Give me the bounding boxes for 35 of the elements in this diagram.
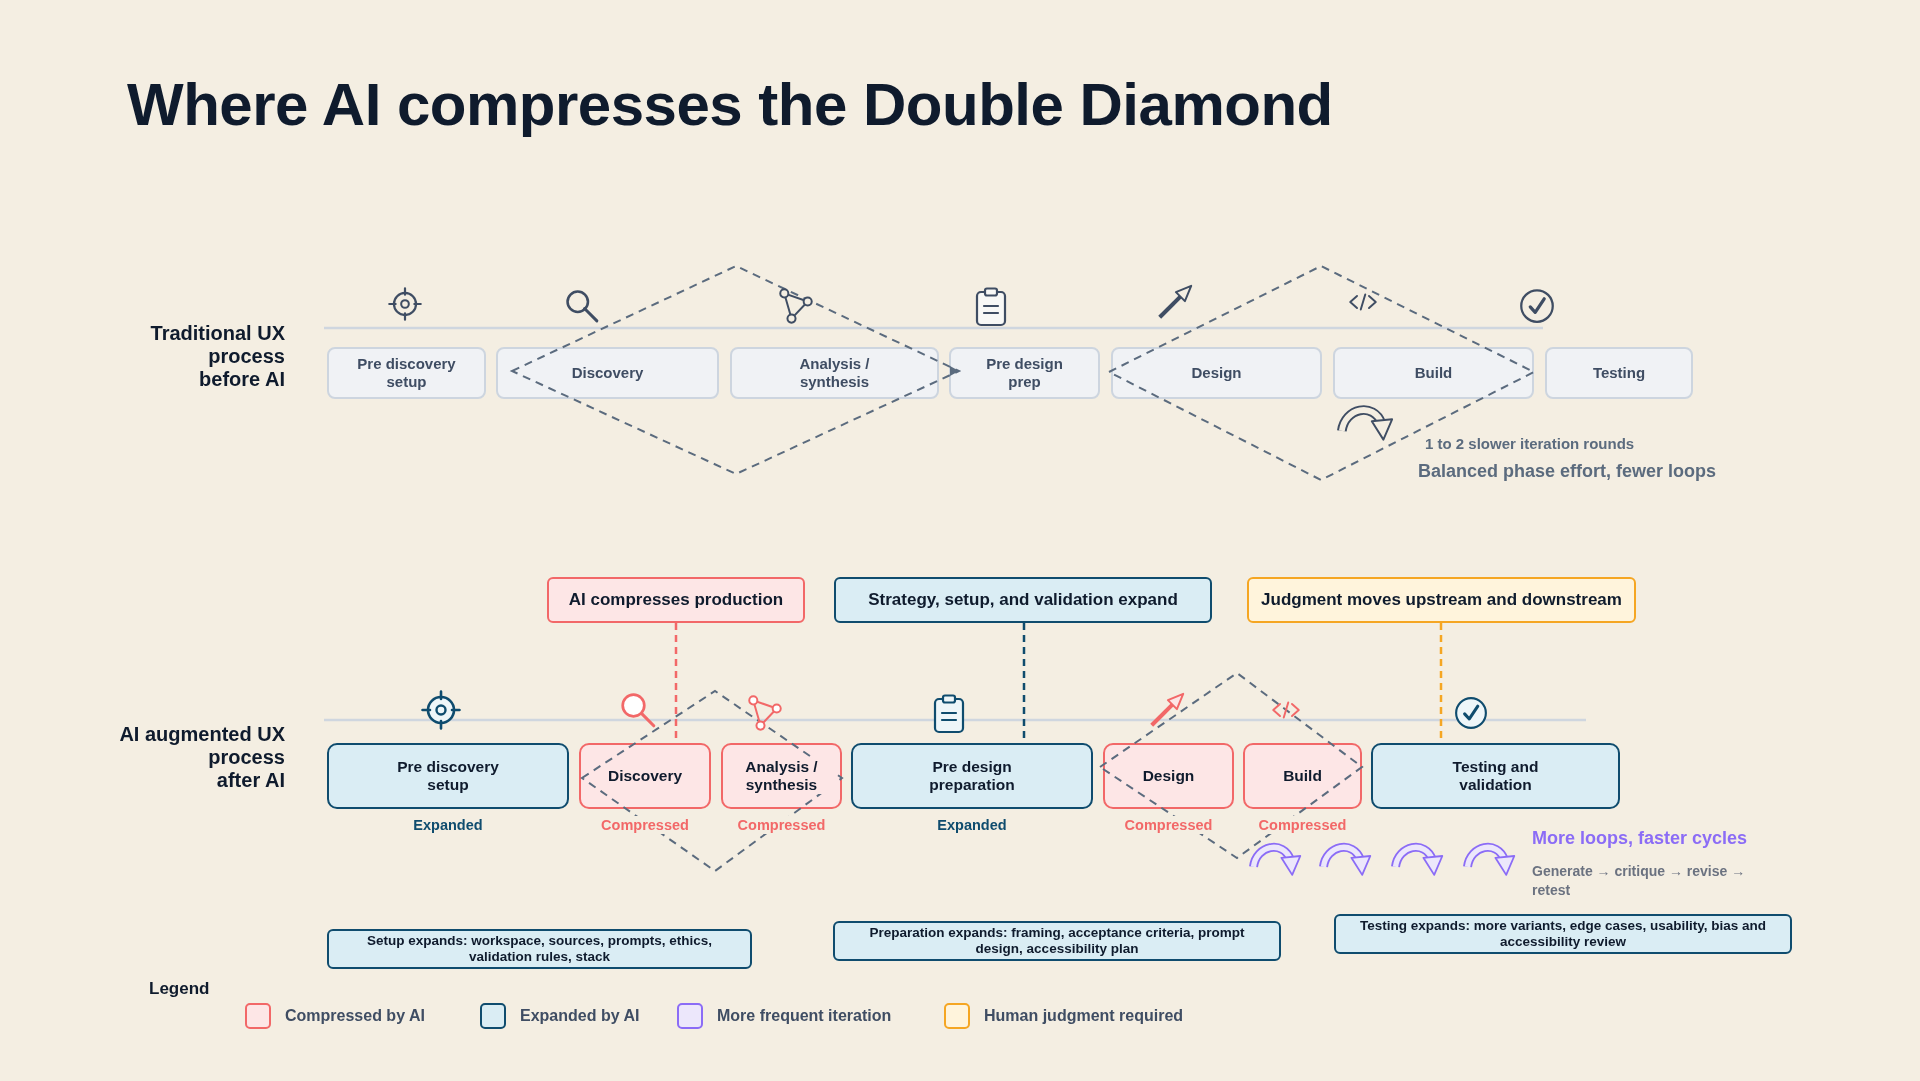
phase-box: [949, 347, 1100, 399]
annotation-text: More loops, faster cycles: [1532, 827, 1748, 849]
annotation-text: 1 to 2 slower iteration rounds: [1425, 435, 1635, 453]
callout-box: [834, 577, 1212, 623]
phase-box: [1103, 743, 1234, 809]
annotation-text: Generate → critique → revise → retest: [1532, 862, 1747, 900]
callout-box: [1247, 577, 1636, 623]
phase-box: [1371, 743, 1620, 809]
note-box: [1334, 914, 1792, 954]
phase-label: Discovery: [569, 364, 646, 382]
legend-label: More frequent iteration: [717, 1006, 892, 1026]
phase-box: [851, 743, 1093, 809]
legend-label: Compressed by AI: [285, 1006, 425, 1026]
phase-label: Testing: [1590, 364, 1648, 382]
phase-box: [579, 743, 711, 809]
annotation-text: Balanced phase effort, fewer loops: [1418, 460, 1717, 482]
note-box: [833, 921, 1281, 961]
phase-box: [1111, 347, 1322, 399]
phase-box: [496, 347, 719, 399]
page-title: Where AI compresses the Double Diamond: [127, 72, 1333, 138]
phase-box: [327, 743, 569, 809]
lane-label: Traditional UX process before AI: [150, 322, 285, 391]
phase-label: Design: [1189, 364, 1244, 382]
lane-label: AI augmented UX process after AI: [119, 723, 285, 792]
phase-box: [327, 347, 486, 399]
phase-box: [1333, 347, 1534, 399]
legend-title: Legend: [149, 978, 210, 999]
phase-box: [730, 347, 939, 399]
callout-box: [547, 577, 805, 623]
phase-box: [1545, 347, 1693, 399]
note-box: [327, 929, 752, 969]
legend-label: Expanded by AI: [520, 1006, 640, 1026]
legend-label: Human judgment required: [984, 1006, 1184, 1026]
phase-box: [1243, 743, 1362, 809]
phase-box: [721, 743, 842, 809]
